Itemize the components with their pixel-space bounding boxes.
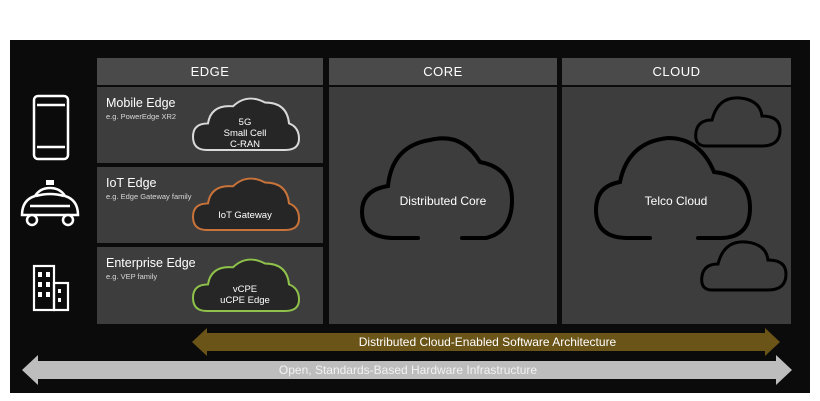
buildings-icon	[32, 264, 70, 312]
enterprise-cloud-line-vcpe: vCPE	[232, 284, 258, 295]
telco-cloud-small-top-icon	[694, 96, 782, 148]
enterprise-cloud-label: vCPE uCPE Edge	[205, 284, 285, 306]
mobile-edge-subtitle: e.g. PowerEdge XR2	[106, 112, 177, 121]
iot-edge-subtitle: e.g. Edge Gateway family	[106, 192, 192, 201]
software-architecture-arrow	[192, 328, 780, 356]
telco-cloud-label: Telco Cloud	[644, 194, 708, 208]
column-header-core: CORE	[329, 58, 557, 85]
enterprise-edge-title: Enterprise Edge	[106, 256, 196, 270]
telco-cloud-large-icon	[593, 135, 753, 240]
hardware-infrastructure-label: Open, Standards-Based Hardware Infrastru…	[278, 363, 538, 377]
telco-cloud-small-bottom-icon	[700, 240, 788, 292]
mobile-cloud-line-c-ran: C-RAN	[229, 139, 261, 150]
enterprise-edge-subtitle: e.g. VEP family	[106, 272, 158, 281]
distributed-core-label: Distributed Core	[399, 194, 487, 208]
autonomous-car-icon	[20, 180, 80, 227]
hardware-infrastructure-arrow	[22, 355, 792, 385]
mobile-edge-cloud-label: 5G Small Cell C-RAN	[205, 117, 285, 150]
iot-edge-title: IoT Edge	[106, 176, 157, 190]
column-header-cloud: CLOUD	[562, 58, 791, 85]
column-header-edge: EDGE	[97, 58, 323, 85]
core-panel	[329, 87, 557, 324]
mobile-cloud-line-small-cell: Small Cell	[223, 128, 267, 139]
iot-gateway-cloud-icon	[192, 177, 300, 231]
cloud-panel	[562, 87, 791, 324]
mobile-edge-title: Mobile Edge	[106, 96, 176, 110]
iot-gateway-cloud-label: IoT Gateway	[200, 210, 290, 221]
mobile-cloud-line-5g: 5G	[238, 117, 252, 128]
enterprise-cloud-line-ucpe: uCPE Edge	[220, 295, 270, 306]
iot-cloud-line: IoT Gateway	[218, 210, 272, 221]
software-architecture-label: Distributed Cloud-Enabled Software Archi…	[358, 335, 617, 349]
distributed-core-cloud-icon	[359, 136, 515, 240]
smartphone-icon	[32, 94, 70, 161]
